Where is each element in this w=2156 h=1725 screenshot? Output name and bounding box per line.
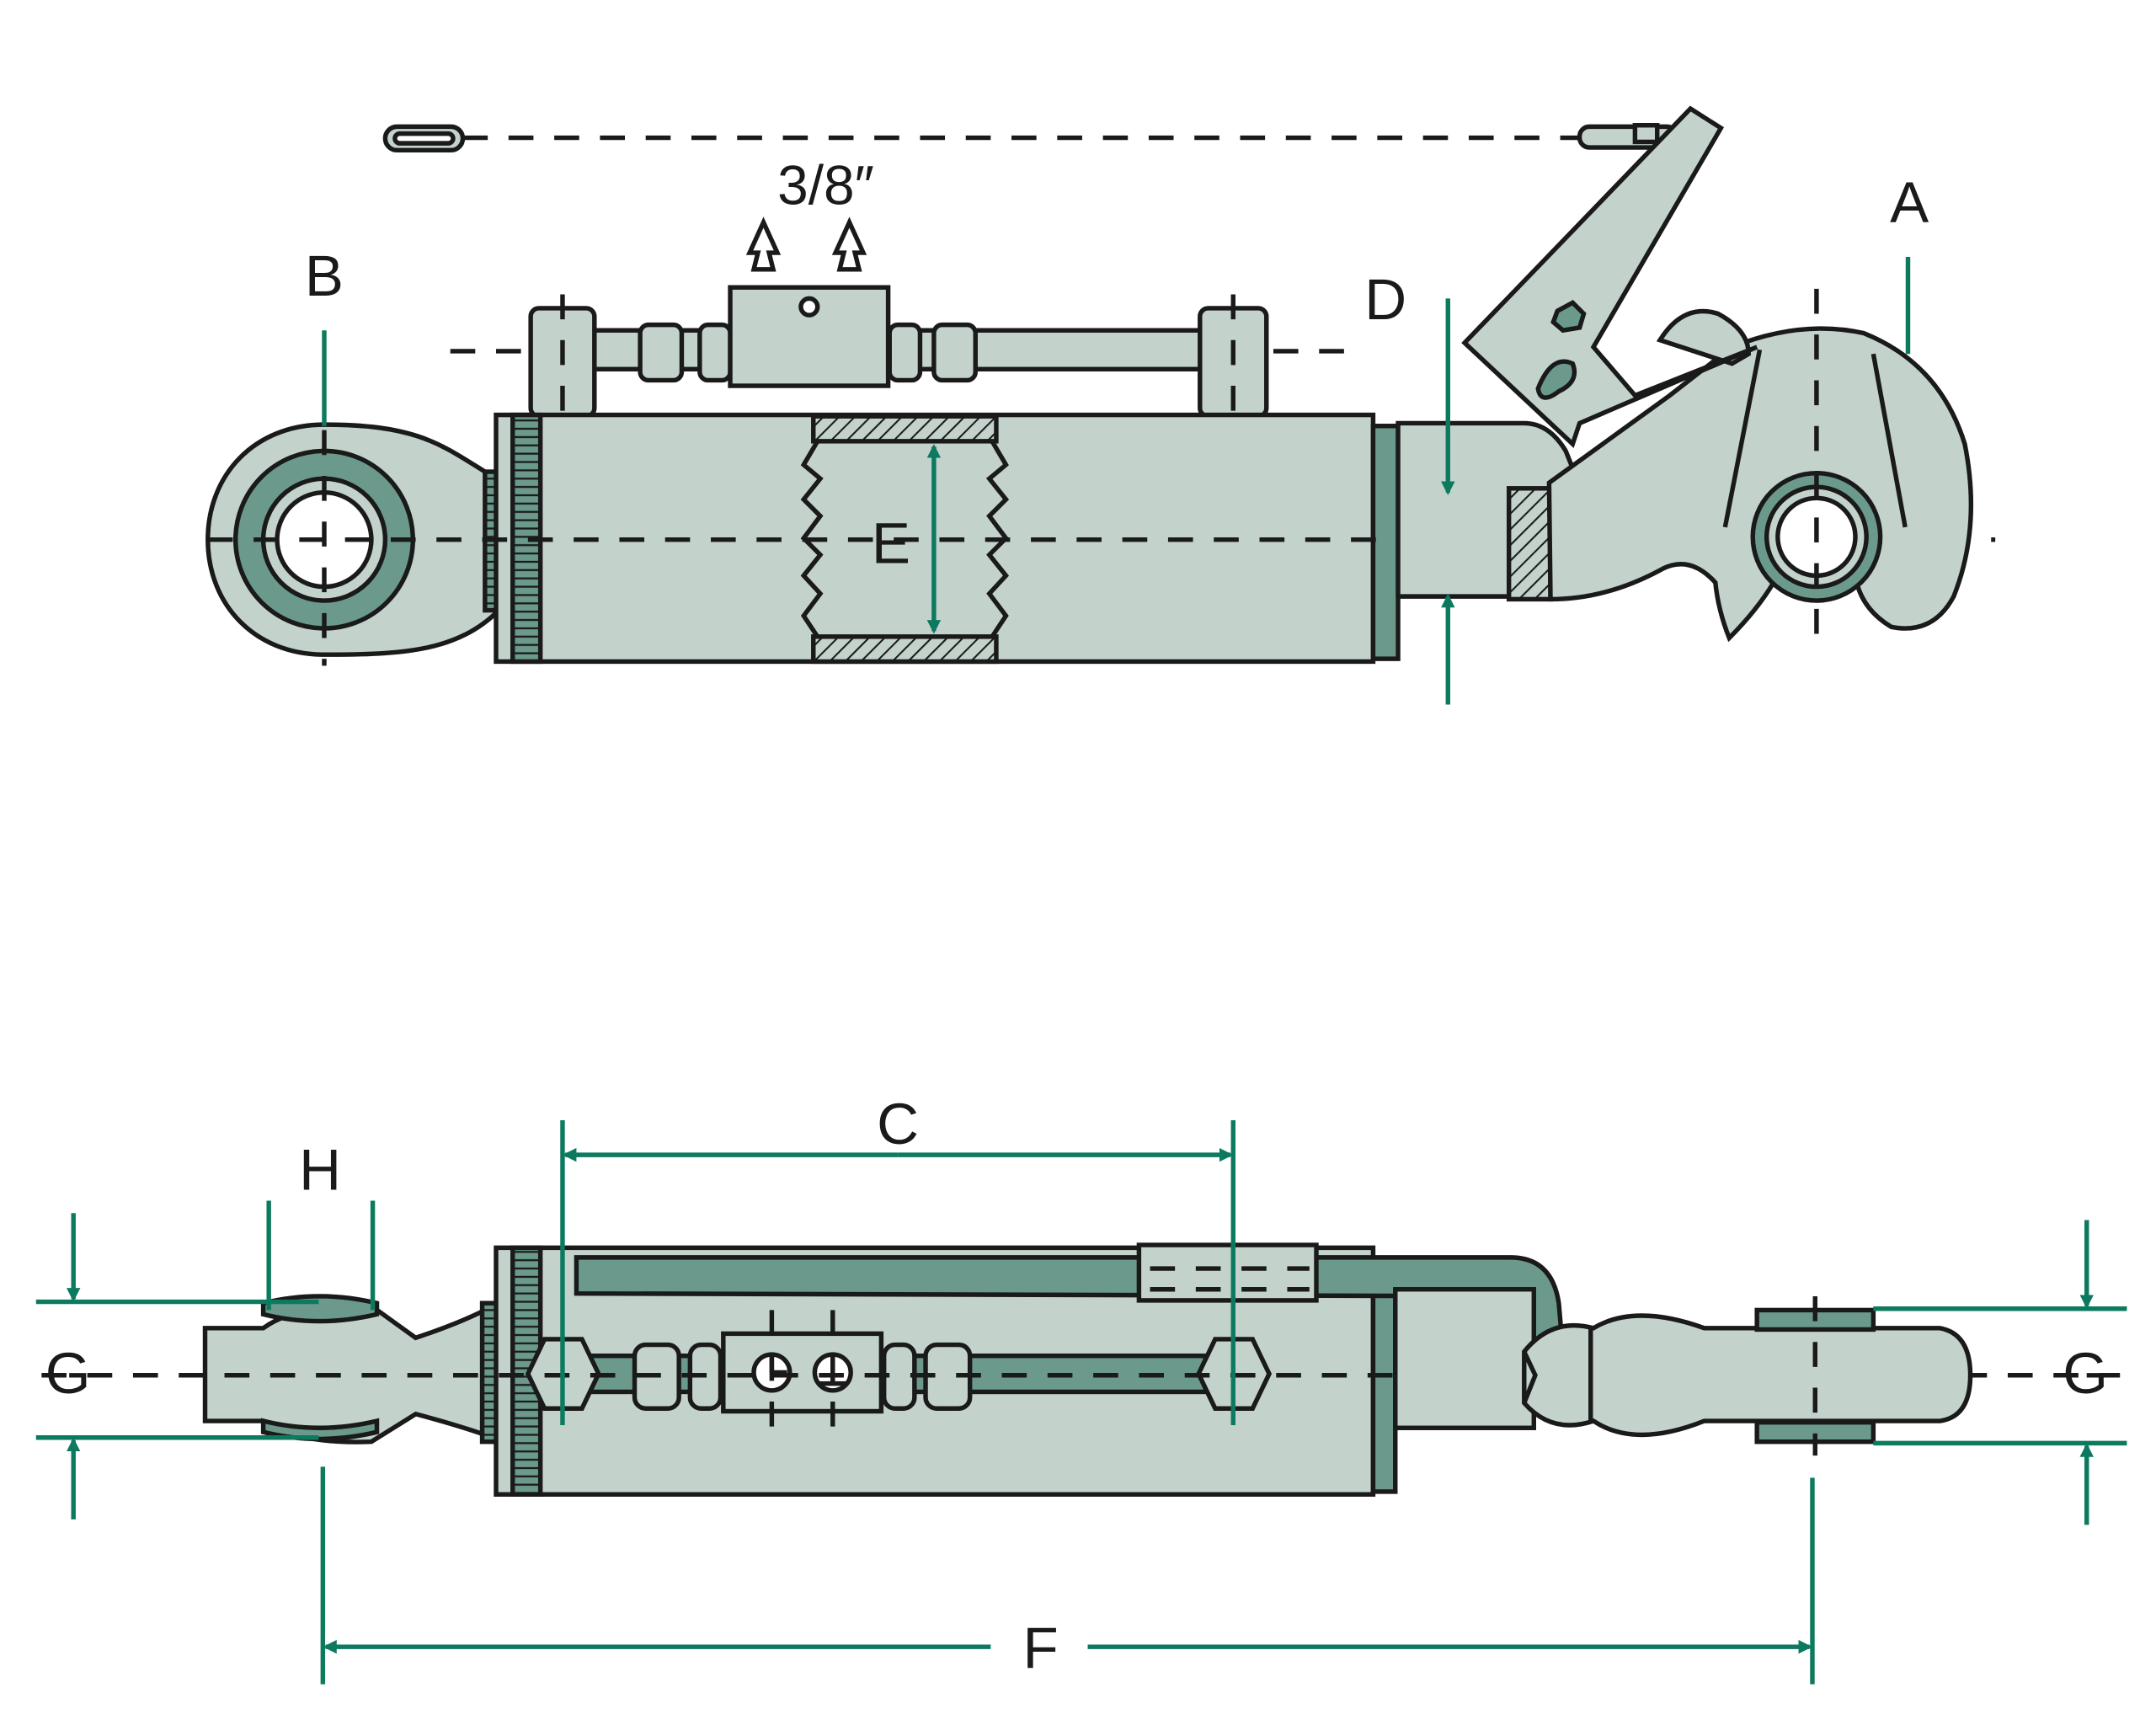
top-view: C H G G F — [35, 1091, 2127, 1685]
dimension-c — [560, 1120, 1235, 1425]
left-eye-top — [202, 1294, 504, 1445]
side-view: 3/8″ — [205, 105, 1996, 705]
dimension-f-label: F — [1022, 1615, 1058, 1680]
hook-end-top — [1393, 1287, 1973, 1456]
locking-lever — [1461, 105, 1758, 449]
dimension-h-label: H — [299, 1136, 341, 1202]
dimension-g-right — [1873, 1220, 2127, 1525]
dimension-h — [266, 1200, 376, 1311]
hook-end — [1396, 288, 1974, 643]
dimension-c-label: C — [877, 1091, 919, 1156]
dimension-e-label: E — [872, 510, 910, 576]
thread-size-label: 3/8″ — [777, 154, 874, 216]
dimension-g-left — [35, 1213, 319, 1519]
dimension-a-label: A — [1890, 169, 1929, 235]
dimension-b-label: B — [305, 243, 344, 308]
dimension-g-left-label: G — [45, 1340, 91, 1406]
dimension-f — [320, 1466, 1815, 1685]
hydraulic-line — [450, 285, 1352, 445]
port-arrow-icon — [745, 216, 867, 272]
lanyard-pin — [382, 124, 1679, 153]
dimension-d-label: D — [1364, 266, 1406, 332]
dimension-g-right-label: G — [2063, 1340, 2108, 1406]
